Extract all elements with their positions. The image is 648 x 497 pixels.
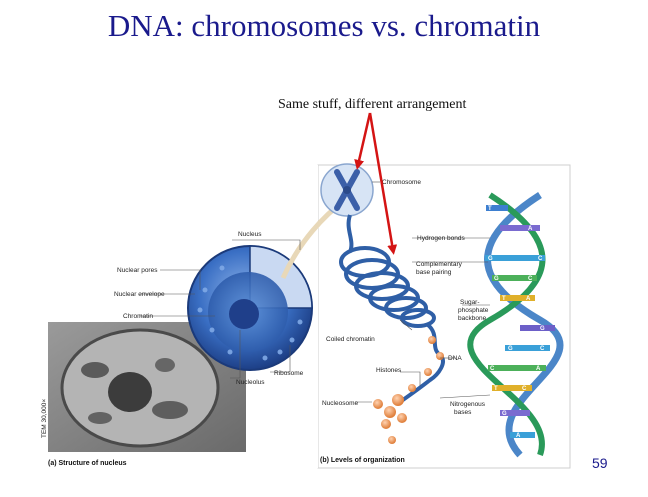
base-label: G — [508, 346, 513, 352]
leader-lines — [140, 181, 491, 403]
arrow-to-chromosome — [354, 112, 372, 170]
label-nuclear-pores: Nuclear pores — [117, 267, 158, 274]
label-nitrogenous-bases: Nitrogenous — [450, 401, 486, 408]
label-histones: Histones — [376, 367, 402, 374]
base-label: G — [488, 256, 493, 262]
base-label: T — [488, 206, 492, 212]
base-label: C — [528, 276, 533, 282]
caption-b: (b) Levels of organization — [320, 457, 405, 464]
base-label: C — [490, 366, 495, 372]
base-label: G — [494, 276, 499, 282]
nucleosome-beads — [373, 336, 444, 444]
base-pairs — [485, 205, 555, 438]
base-label: C — [522, 386, 527, 392]
page-title: DNA: chromosomes vs. chromatin — [107, 8, 541, 43]
base-label: T — [502, 296, 506, 302]
label-hydrogen-bonds: Hydrogen bonds — [417, 235, 465, 242]
arrow-to-chromatin — [368, 112, 398, 255]
label-nucleolus: Nucleolus — [236, 379, 265, 386]
nucleolus-shape — [229, 299, 259, 329]
label-chromatin: Chromatin — [123, 313, 153, 320]
label-complementary-base-pairing: base pairing — [416, 269, 452, 276]
base-label: A — [526, 296, 531, 302]
base-label: G — [540, 326, 545, 332]
base-label: G — [502, 411, 507, 417]
base-label: A — [516, 433, 521, 439]
label-sugar-phosphate-backbone: phosphate — [458, 307, 489, 314]
subtitle: Same stuff, different arrangement — [278, 97, 467, 112]
label-sugar-phosphate-backbone: Sugar- — [460, 299, 480, 306]
nucleus-illustration — [187, 245, 313, 371]
label-nitrogenous-bases: bases — [454, 409, 472, 416]
base-label: A — [528, 226, 533, 232]
label-nuclear-envelope: Nuclear envelope — [114, 291, 165, 298]
slide-number: 59 — [592, 455, 608, 471]
label-complementary-base-pairing: Complementary — [416, 261, 463, 268]
micrograph-label: TEM 30,000× — [41, 399, 48, 438]
label-chromosome: Chromosome — [382, 179, 421, 186]
label-dna: DNA — [448, 355, 462, 362]
chromosome-illustration — [320, 163, 374, 217]
caption-a: (a) Structure of nucleus — [48, 460, 127, 467]
micrograph: TEM 30,000× — [41, 322, 246, 452]
label-coiled-chromatin: Coiled chromatin — [326, 336, 375, 343]
label-ribosome: Ribosome — [274, 370, 304, 377]
label-nucleus: Nucleus — [238, 231, 262, 238]
base-label: T — [494, 386, 498, 392]
label-sugar-phosphate-backbone: backbone — [458, 315, 487, 322]
base-label: C — [540, 346, 545, 352]
base-label: A — [536, 366, 541, 372]
dna-helix: T A G C G C T A G G C C A T C G A — [467, 192, 564, 458]
label-nucleosome: Nucleosome — [322, 400, 359, 407]
base-label: C — [538, 256, 543, 262]
